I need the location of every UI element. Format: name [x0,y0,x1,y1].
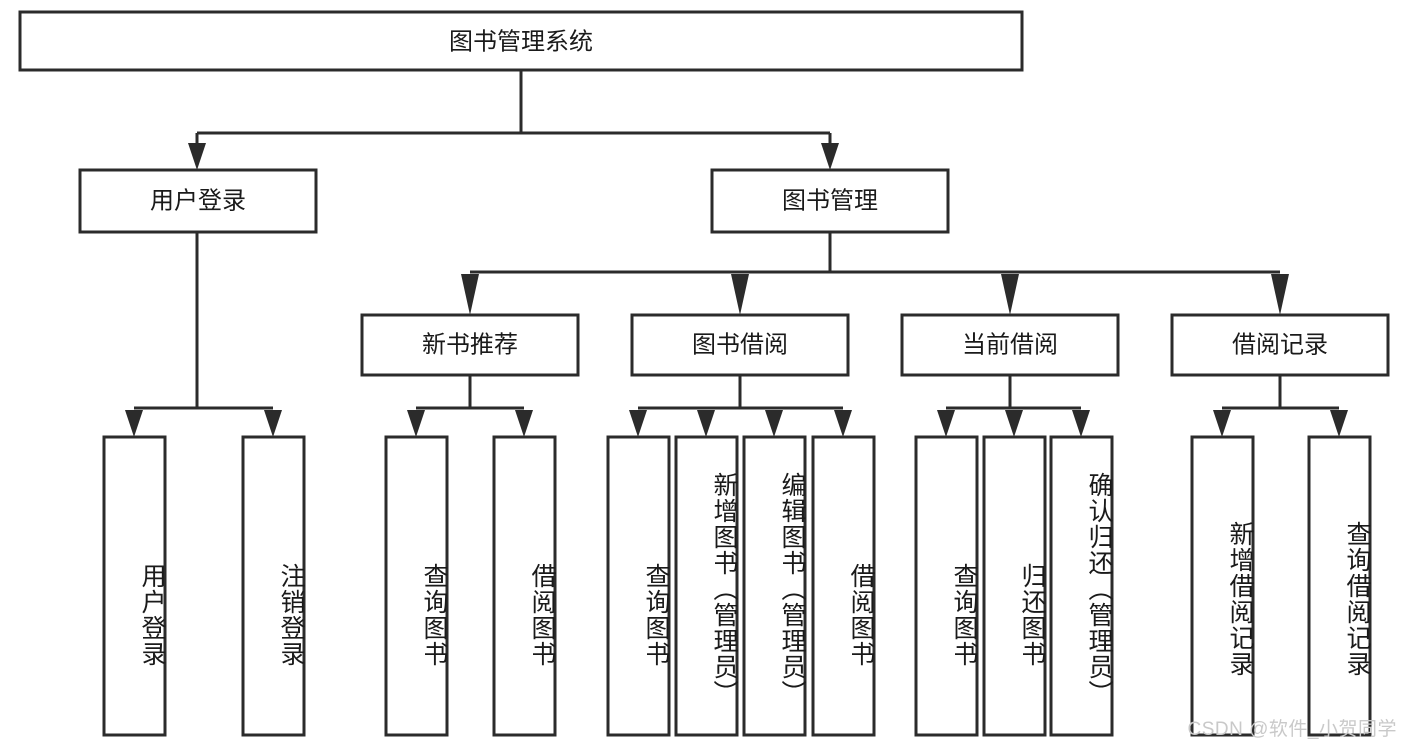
node-box-book-manage[interactable] [710,168,950,234]
node-box-leaf-borrow-book-1[interactable] [492,435,557,737]
node-box-leaf-confirm-return[interactable] [1049,435,1114,737]
arrow-head-leaf-query-book-2 [629,410,647,437]
connector-group [125,70,1348,437]
arrow-head-leaf-borrow-book-2 [834,410,852,437]
node-box-user-login[interactable] [78,168,318,234]
node-box-leaf-add-book[interactable] [674,435,739,737]
arrow-head-leaf-add-book [697,410,715,437]
node-label-book-borrow: 图书借阅 [692,331,788,358]
node-box-leaf-query-record[interactable] [1307,435,1372,737]
arrow-head-leaf-borrow-book-1 [515,410,533,437]
arrow-head-book-manage [821,143,839,170]
node-box-leaf-edit-book[interactable] [742,435,807,737]
arrow-head-book-borrow [731,274,749,315]
node-label-borrow-record: 借阅记录 [1232,331,1328,358]
node-group: 图书管理系统 用户登录 图书管理 新书推荐 图书借阅 当前借阅 借阅记录 [18,10,1390,737]
node-box-leaf-return-book[interactable] [982,435,1047,737]
arrow-head-leaf-confirm-return [1072,410,1090,437]
node-box-borrow-record[interactable] [1170,313,1390,377]
node-box-leaf-query-book-2[interactable] [606,435,671,737]
node-box-leaf-add-record[interactable] [1190,435,1255,737]
arrow-head-leaf-add-record [1213,410,1231,437]
arrow-head-leaf-query-record [1330,410,1348,437]
node-label-root: 图书管理系统 [449,28,593,55]
arrow-head-borrow-record [1271,274,1289,315]
node-box-leaf-query-book-1[interactable] [384,435,449,737]
node-label-new-book-recommend: 新书推荐 [422,331,518,358]
node-label-user-login: 用户登录 [150,187,246,214]
watermark-text: CSDN @软件_小贺同学 [1187,719,1397,740]
arrow-head-leaf-query-book-3 [937,410,955,437]
node-box-leaf-logout-login[interactable] [241,435,306,737]
arrow-head-leaf-edit-book [765,410,783,437]
arrow-head-leaf-query-book-1 [407,410,425,437]
arrow-head-current-borrow [1001,274,1019,315]
arrow-head-user-login [188,143,206,170]
node-box-book-borrow[interactable] [630,313,850,377]
arrow-head-leaf-logout-login [264,410,282,437]
node-box-leaf-query-book-3[interactable] [914,435,979,737]
node-box-new-book-recommend[interactable] [360,313,580,377]
node-box-current-borrow[interactable] [900,313,1120,377]
arrow-head-leaf-user-login [125,410,143,437]
node-label-book-manage: 图书管理 [782,187,878,214]
arrow-head-new-book-recommend [461,274,479,315]
arrow-head-leaf-return-book [1005,410,1023,437]
node-label-current-borrow: 当前借阅 [962,331,1058,358]
node-box-leaf-user-login[interactable] [102,435,167,737]
node-box-leaf-borrow-book-2[interactable] [811,435,876,737]
node-box-root[interactable] [18,10,1024,72]
